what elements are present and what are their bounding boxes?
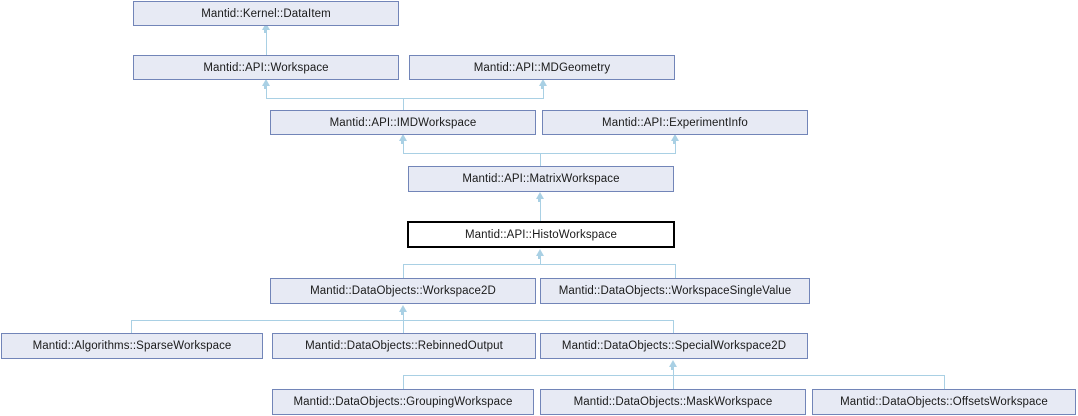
edge-workspace-to-dataitem	[266, 29, 267, 55]
arrow-stem-to-workspace	[264, 85, 267, 89]
arrow-to-specialworkspace2d	[669, 360, 677, 367]
edge-bus-row5-down-workspacesinglevalue	[675, 264, 676, 278]
arrow-stem-to-specialworkspace2d	[671, 366, 674, 370]
arrow-stem-workspace-to-dataitem	[264, 29, 267, 33]
node-label: Mantid::DataObjects::WorkspaceSingleValu…	[558, 285, 792, 297]
node-mantid-dataobjects-specialworkspace2d[interactable]: Mantid::DataObjects::SpecialWorkspace2D	[540, 333, 808, 359]
node-mantid-api-imdworkspace[interactable]: Mantid::API::IMDWorkspace	[270, 110, 536, 135]
arrow-stem-to-imdworkspace	[401, 140, 404, 144]
edge-bus-row3-up-imdworkspace	[403, 141, 404, 153]
edge-bus-row2-down-imdworkspace	[403, 98, 404, 110]
node-label: Mantid::API::MDGeometry	[473, 61, 611, 74]
arrow-to-workspace	[262, 79, 270, 86]
edge-bus-row2-up-mdgeometry	[543, 86, 544, 98]
arrow-stem-to-histoworkspace	[538, 255, 541, 259]
edge-bus-row7-down-offsetsworkspace	[944, 375, 945, 389]
arrow-to-imdworkspace	[399, 134, 407, 141]
edge-bus-row6-down-specialworkspace2d	[673, 320, 674, 333]
edge-bus-row6	[131, 320, 673, 321]
arrow-to-experimentinfo	[671, 134, 679, 141]
arrow-to-histoworkspace	[536, 249, 544, 256]
arrow-to-mdgeometry	[539, 79, 547, 86]
edge-up-to-workspace2d	[403, 311, 404, 320]
edge-bus-row5-down-workspace2d	[403, 264, 404, 278]
node-mantid-dataobjects-groupingworkspace[interactable]: Mantid::DataObjects::GroupingWorkspace	[272, 389, 534, 415]
node-label: Mantid::API::ExperimentInfo	[602, 116, 748, 129]
node-label: Mantid::DataObjects::RebinnedOutput	[305, 340, 503, 352]
node-label: Mantid::DataObjects::SpecialWorkspace2D	[561, 340, 787, 352]
arrow-stem-to-matrixworkspace	[538, 198, 541, 202]
node-label: Mantid::Algorithms::SparseWorkspace	[32, 340, 232, 352]
arrow-to-matrixworkspace	[536, 192, 544, 199]
node-label: Mantid::API::HistoWorkspace	[464, 228, 618, 241]
edge-bus-row3-up-experimentinfo	[675, 141, 676, 153]
node-label: Mantid::DataObjects::MaskWorkspace	[573, 396, 773, 408]
node-mantid-dataobjects-rebinnedoutput[interactable]: Mantid::DataObjects::RebinnedOutput	[272, 333, 536, 359]
node-mantid-api-histoworkspace[interactable]: Mantid::API::HistoWorkspace	[407, 221, 675, 248]
edge-bus-row6-down-sparseworkspace	[131, 320, 132, 333]
edge-bus-row6-down-rebinnedoutput	[403, 320, 404, 333]
node-mantid-dataobjects-offsetsworkspace[interactable]: Mantid::DataObjects::OffsetsWorkspace	[812, 389, 1076, 415]
node-mantid-api-matrixworkspace[interactable]: Mantid::API::MatrixWorkspace	[408, 166, 674, 192]
node-label: Mantid::DataObjects::Workspace2D	[310, 285, 496, 297]
edge-bus-row7-down-groupingworkspace	[403, 375, 404, 389]
edge-up-to-histoworkspace	[540, 255, 541, 264]
node-label: Mantid::API::IMDWorkspace	[329, 116, 477, 129]
node-mantid-algorithms-sparseworkspace[interactable]: Mantid::Algorithms::SparseWorkspace	[1, 333, 263, 359]
edge-bus-row2-up-workspace	[266, 86, 267, 98]
node-label: Mantid::Kernel::DataItem	[201, 7, 331, 20]
arrow-stem-to-mdgeometry	[541, 85, 544, 89]
node-mantid-dataobjects-workspacesinglevalue[interactable]: Mantid::DataObjects::WorkspaceSingleValu…	[540, 278, 810, 304]
edge-histoworkspace-to-matrixworkspace	[540, 198, 541, 221]
node-label: Mantid::API::Workspace	[203, 61, 329, 74]
node-mantid-api-experimentinfo[interactable]: Mantid::API::ExperimentInfo	[542, 110, 808, 135]
node-mantid-api-mdgeometry[interactable]: Mantid::API::MDGeometry	[409, 55, 675, 80]
arrow-to-workspace2d	[399, 305, 407, 312]
node-mantid-kernel-dataitem[interactable]: Mantid::Kernel::DataItem	[133, 1, 399, 26]
node-label: Mantid::API::MatrixWorkspace	[462, 173, 620, 185]
edge-bus-row2	[266, 98, 544, 99]
edge-up-to-specialworkspace2d	[673, 366, 674, 375]
edge-bus-row3-down-matrixworkspace	[540, 153, 541, 166]
arrow-stem-to-workspace2d	[401, 311, 404, 315]
node-mantid-dataobjects-maskworkspace[interactable]: Mantid::DataObjects::MaskWorkspace	[540, 389, 806, 415]
edge-bus-row5	[403, 264, 676, 265]
edge-bus-row7-down-maskworkspace	[673, 375, 674, 389]
node-mantid-api-workspace[interactable]: Mantid::API::Workspace	[133, 55, 399, 80]
arrow-stem-to-experimentinfo	[673, 140, 676, 144]
arrow-workspace-to-dataitem	[262, 23, 270, 30]
edge-bus-row3	[403, 153, 676, 154]
node-label: Mantid::DataObjects::OffsetsWorkspace	[840, 396, 1048, 408]
node-mantid-dataobjects-workspace2d[interactable]: Mantid::DataObjects::Workspace2D	[270, 278, 536, 304]
node-label: Mantid::DataObjects::GroupingWorkspace	[293, 396, 513, 408]
